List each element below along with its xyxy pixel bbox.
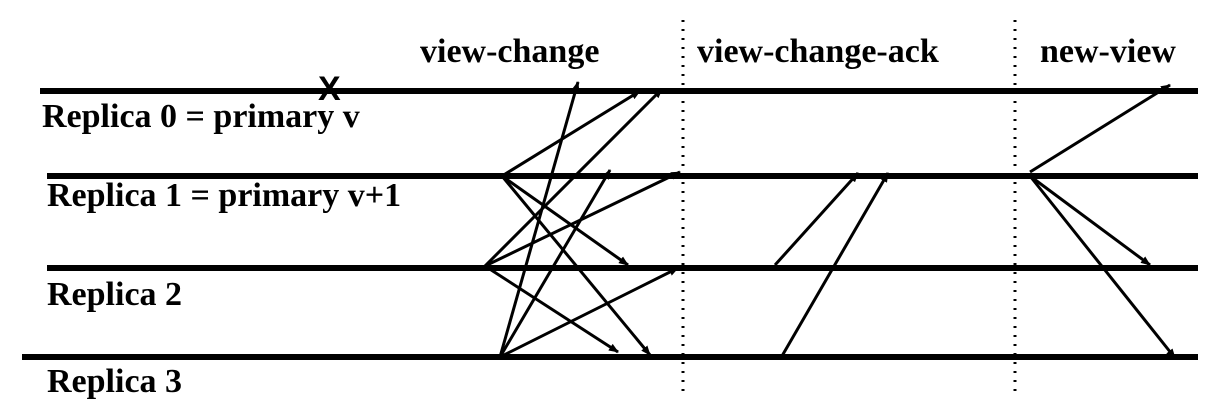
crash-marker: X [318, 70, 341, 108]
msg-vc-r3-to-r0 [498, 81, 580, 358]
msg-vc-r2-to-r3 [484, 264, 619, 354]
replica-label-2: Replica 2 [47, 276, 182, 313]
phase-label-view-change-ack: view-change-ack [697, 33, 939, 70]
replica-label-1: Replica 1 = primary v+1 [47, 177, 401, 214]
msg-nv-r1-to-r2 [1029, 174, 1151, 267]
msg-vc-r1-to-r2 [501, 174, 629, 267]
phase-label-view-change: view-change [420, 33, 599, 70]
phase-label-new-view: new-view [1040, 33, 1176, 70]
msg-vc-r1-to-r3 [500, 175, 652, 356]
msg-vc-r3-to-r1 [498, 169, 612, 358]
msg-vc-r1-to-r0 [501, 89, 641, 178]
msg-ack-r3-to-r1 [780, 172, 890, 357]
msg-nv-r1-to-r3 [1028, 175, 1177, 359]
replica-label-3: Replica 3 [47, 363, 182, 400]
replica-label-0: Replica 0 = primary v [42, 98, 360, 135]
msg-nv-r1-to-r0 [1029, 83, 1171, 174]
msg-vc-r2-to-r0 [483, 87, 664, 268]
msg-ack-r2-to-r1 [773, 171, 860, 267]
msg-vc-r3-to-r2 [499, 266, 679, 359]
